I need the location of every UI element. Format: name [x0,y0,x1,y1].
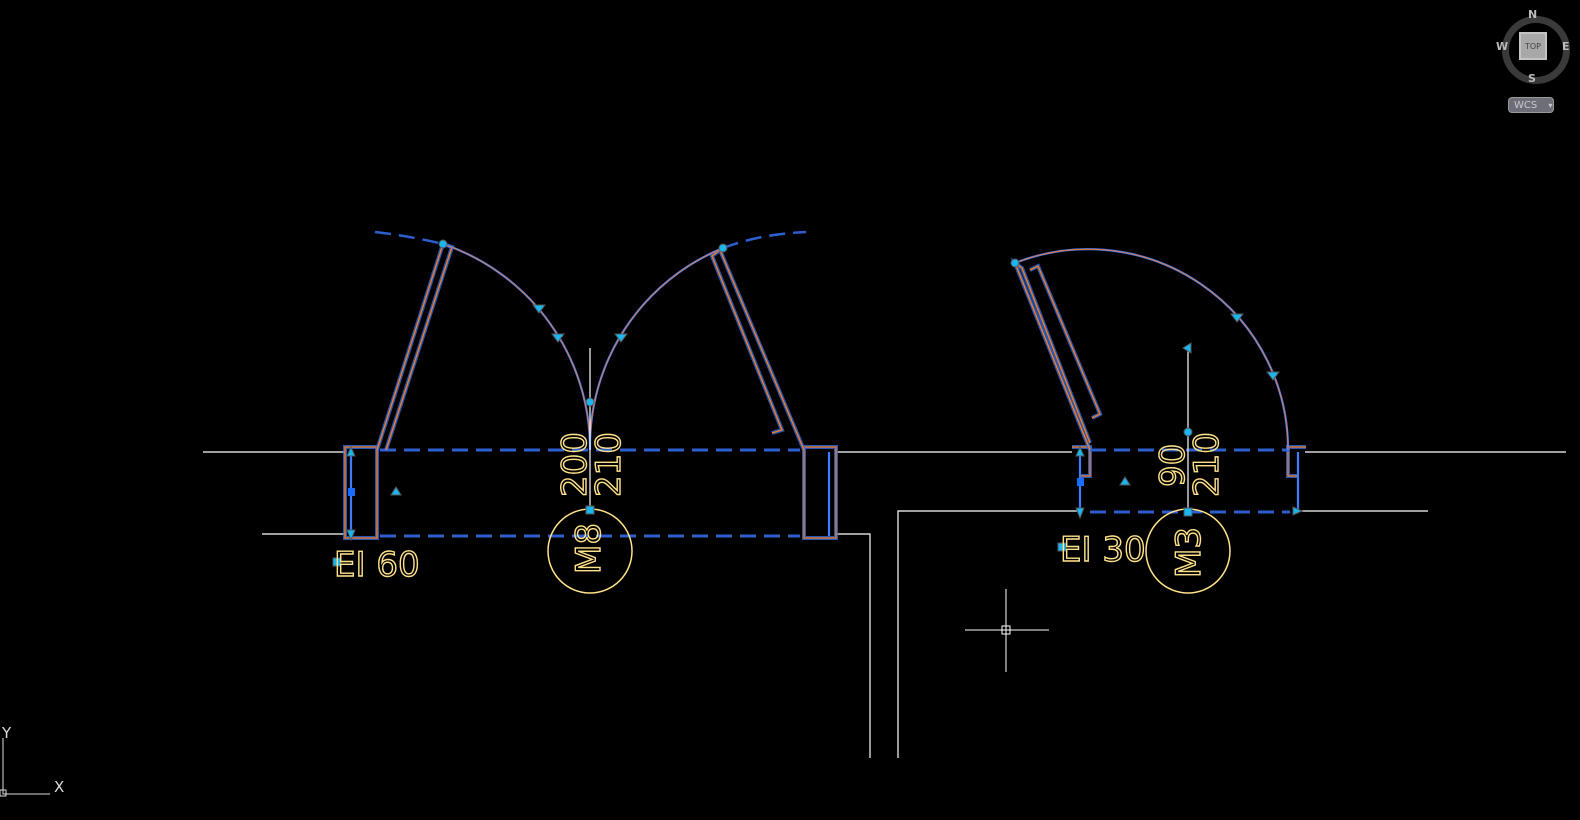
ucs-x-label: X [54,778,65,796]
crosshair-cursor-icon [965,589,1049,672]
door-height-label: 210 [589,432,629,497]
grip[interactable] [332,557,342,567]
viewcube-top-face[interactable]: TOP [1519,32,1547,60]
door-tag: M8 [569,523,609,574]
door-m8[interactable]: EI 60 M8 200 210 [332,230,838,594]
compass-south[interactable]: S [1528,72,1536,85]
door-width-label: 90 [1153,444,1193,487]
grip[interactable] [1077,478,1084,486]
grip[interactable] [1010,258,1020,268]
door-height-label: 210 [1187,432,1227,497]
grip[interactable] [585,505,595,515]
ucs-y-label: Y [2,724,12,742]
walls [203,451,1566,758]
grip[interactable] [1183,427,1193,437]
wcs-dropdown[interactable]: WCS ▾ [1508,97,1554,113]
grip[interactable] [348,488,355,496]
viewcube[interactable]: TOP N S W E [1496,8,1570,85]
grip[interactable] [1057,542,1067,552]
wcs-label: WCS [1514,100,1538,111]
door-m3[interactable]: EI 30 M3 90 210 [1010,248,1306,594]
fire-rating-label: EI 60 [334,545,420,585]
compass-east[interactable]: E [1562,40,1570,53]
door-width-label: 200 [555,432,595,497]
grip[interactable] [585,397,595,407]
grip[interactable] [438,239,448,249]
compass-north[interactable]: N [1528,8,1538,21]
flip-grip-icons[interactable] [1075,313,1304,520]
grip[interactable] [718,243,728,253]
door-tag: M3 [1169,527,1209,578]
viewcube-compass-ring[interactable] [1502,16,1570,84]
flip-grip-icons[interactable] [346,304,628,542]
compass-west[interactable]: W [1496,40,1509,53]
grip[interactable] [1183,507,1193,517]
ucs-icon [0,738,50,797]
fire-rating-label: EI 30 [1060,530,1146,570]
chevron-down-icon: ▾ [1548,101,1553,110]
